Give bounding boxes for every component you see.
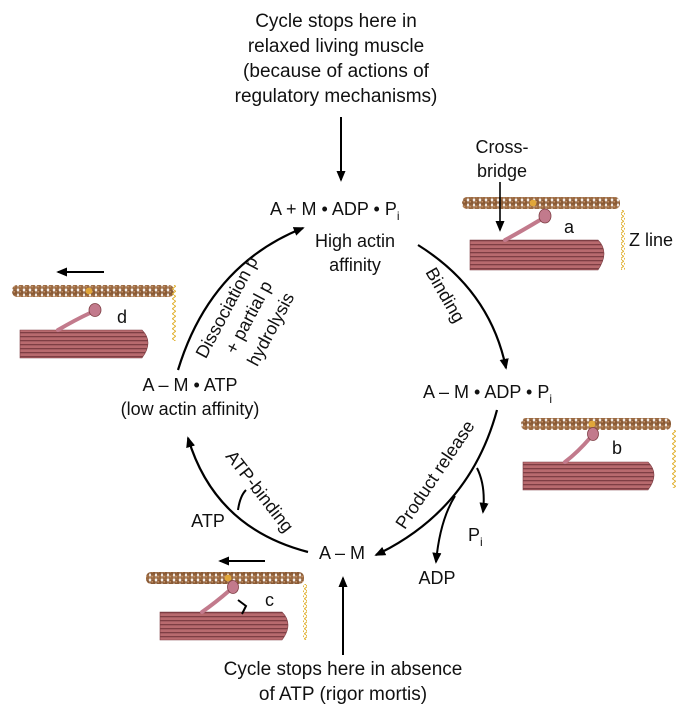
panel-d-z-line xyxy=(172,285,176,341)
state-right: A – M • ADP • Pi xyxy=(423,382,552,406)
step-atp-binding-label: ATP-binding xyxy=(222,447,298,536)
arc-dissociation xyxy=(176,226,305,371)
panel-a-actin xyxy=(462,197,620,209)
arc-product-release xyxy=(374,409,499,556)
panel-d-actin xyxy=(12,285,174,297)
panel-d-myosin-head xyxy=(88,303,102,317)
panel-a-letter: a xyxy=(564,217,575,237)
bottom-note-line-1: Cycle stops here in absence xyxy=(224,659,463,680)
state-top: A + M • ADP • Pi High actin affinity xyxy=(270,199,400,275)
panel-b-myosin-head xyxy=(587,427,599,441)
panel-c-crossbridge-neck xyxy=(200,588,232,614)
panel-c-letter: c xyxy=(265,590,274,610)
panel-b-myosin xyxy=(522,461,655,491)
cross-bridge-label-2: bridge xyxy=(477,161,527,181)
panel-a-myosin-head xyxy=(538,208,552,224)
panel-b-z-line xyxy=(672,430,676,488)
top-note: Cycle stops here in relaxed living muscl… xyxy=(235,11,438,107)
adp-release-arrow xyxy=(432,495,456,564)
panel-a-z-line xyxy=(621,210,625,270)
panel-b-letter: b xyxy=(612,438,622,458)
state-right-label: A – M • ADP • Pi xyxy=(423,382,552,406)
panel-a-crossbridge-neck xyxy=(503,218,542,242)
pi-release-arrow xyxy=(476,467,489,514)
adp-label: ADP xyxy=(418,568,455,588)
panel-d-binding-site xyxy=(85,287,93,295)
top-note-line-4: regulatory mechanisms) xyxy=(235,86,438,107)
state-left-note: (low actin affinity) xyxy=(121,399,260,419)
atp-label: ATP xyxy=(191,511,225,531)
state-top-note-2: affinity xyxy=(329,255,381,275)
state-bottom-label: A – M xyxy=(319,543,365,563)
top-note-line-3: (because of actions of xyxy=(243,61,430,82)
panel-a-myosin xyxy=(469,239,605,271)
bottom-note: Cycle stops here in absence of ATP (rigo… xyxy=(224,659,463,705)
atp-entry-line xyxy=(237,489,247,511)
arc-atp-binding xyxy=(186,436,309,554)
step-binding-label: Binding xyxy=(422,264,469,326)
panel-c-atp-binding-mark xyxy=(237,599,248,615)
state-top-note-1: High actin xyxy=(315,231,395,251)
top-note-line-2: relaxed living muscle xyxy=(248,36,424,57)
panel-b-binding-site xyxy=(588,420,596,428)
arc-binding xyxy=(417,244,509,370)
top-note-line-1: Cycle stops here in xyxy=(255,11,417,32)
panel-d-crossbridge-neck xyxy=(56,311,92,332)
panel-b-crossbridge-neck xyxy=(563,436,592,464)
state-top-label: A + M • ADP • Pi xyxy=(270,199,400,223)
panel-c-myosin xyxy=(159,611,289,641)
panel-b: b xyxy=(521,418,676,491)
panel-d: d xyxy=(12,267,176,359)
panel-b-actin xyxy=(521,418,671,430)
cross-bridge-label-1: Cross- xyxy=(476,137,529,157)
step-dissociation-label: Dissociation p + partial p hydrolysis xyxy=(192,253,299,369)
panel-c-binding-site xyxy=(224,574,232,582)
panel-c-myosin-head xyxy=(227,580,239,594)
panel-c-z-line xyxy=(303,584,307,640)
panel-a: Cross- bridge a Z line xyxy=(462,137,673,271)
state-left-label: A – M • ATP xyxy=(142,375,237,395)
state-left: A – M • ATP (low actin affinity) xyxy=(121,375,260,419)
panel-d-myosin xyxy=(19,329,149,359)
z-line-label: Z line xyxy=(629,230,673,250)
bottom-note-line-2: of ATP (rigor mortis) xyxy=(259,684,427,705)
panel-d-letter: d xyxy=(117,307,127,327)
state-bottom: A – M xyxy=(319,543,365,563)
panel-a-binding-site xyxy=(529,199,537,207)
panel-c: c xyxy=(146,556,307,641)
pi-label: Pi xyxy=(468,525,483,549)
